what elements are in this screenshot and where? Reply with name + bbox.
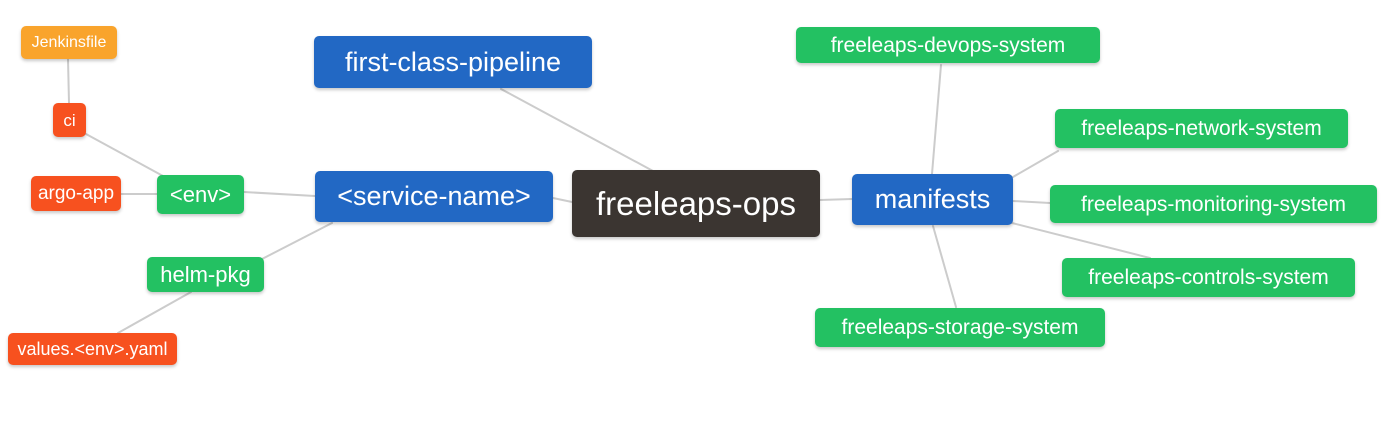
node-label-manifests: manifests — [874, 184, 991, 214]
node-label-values-env-yaml: values.<env>.yaml — [17, 339, 168, 359]
node-label-jenkinsfile: Jenkinsfile — [31, 33, 107, 51]
node-label-env: <env> — [169, 181, 232, 207]
node-label-storage-system: freeleaps-storage-system — [841, 316, 1079, 339]
edge-manifests-to-devops-system — [931, 64, 942, 175]
node-label-network-system: freeleaps-network-system — [1081, 117, 1322, 140]
node-label-monitoring-system: freeleaps-monitoring-system — [1081, 192, 1346, 216]
node-controls-system[interactable]: freeleaps-controls-system — [1062, 258, 1355, 297]
edge-manifests-to-controls-system — [1011, 222, 1151, 259]
node-argo-app[interactable]: argo-app — [31, 176, 121, 211]
edge-manifests-to-storage-system — [932, 225, 957, 308]
edge-ci-to-env — [85, 133, 164, 177]
node-freeleaps-ops[interactable]: freeleaps-ops — [572, 170, 820, 237]
edge-service-name-to-helm-pkg — [261, 222, 333, 260]
edge-jenkinsfile-to-ci — [67, 58, 70, 104]
node-devops-system[interactable]: freeleaps-devops-system — [796, 27, 1100, 63]
edge-first-class-pipeline-to-freeleaps-ops — [500, 88, 654, 172]
node-ci[interactable]: ci — [53, 103, 86, 137]
node-label-ci: ci — [63, 110, 76, 130]
node-label-argo-app: argo-app — [37, 183, 115, 204]
edge-env-to-service-name — [243, 191, 316, 197]
node-label-helm-pkg: helm-pkg — [160, 261, 251, 287]
node-label-controls-system: freeleaps-controls-system — [1088, 266, 1329, 289]
node-service-name[interactable]: <service-name> — [315, 171, 553, 222]
node-manifests[interactable]: manifests — [852, 174, 1013, 225]
edge-manifests-to-network-system — [1012, 150, 1059, 178]
node-network-system[interactable]: freeleaps-network-system — [1055, 109, 1348, 148]
edge-service-name-to-freeleaps-ops — [552, 197, 573, 203]
node-storage-system[interactable]: freeleaps-storage-system — [815, 308, 1105, 347]
node-jenkinsfile[interactable]: Jenkinsfile — [21, 26, 117, 59]
node-label-first-class-pipeline: first-class-pipeline — [344, 46, 562, 77]
node-helm-pkg[interactable]: helm-pkg — [147, 257, 264, 292]
edge-helm-pkg-to-values-env-yaml — [117, 291, 192, 334]
edge-manifests-to-monitoring-system — [1012, 200, 1051, 204]
node-first-class-pipeline[interactable]: first-class-pipeline — [314, 36, 592, 88]
node-label-service-name: <service-name> — [337, 181, 531, 211]
node-monitoring-system[interactable]: freeleaps-monitoring-system — [1050, 185, 1377, 223]
edge-freeleaps-ops-to-manifests — [819, 198, 853, 201]
node-label-freeleaps-ops: freeleaps-ops — [596, 185, 796, 222]
node-label-devops-system: freeleaps-devops-system — [830, 33, 1066, 57]
node-values-env-yaml[interactable]: values.<env>.yaml — [8, 333, 177, 365]
node-env[interactable]: <env> — [157, 175, 244, 214]
